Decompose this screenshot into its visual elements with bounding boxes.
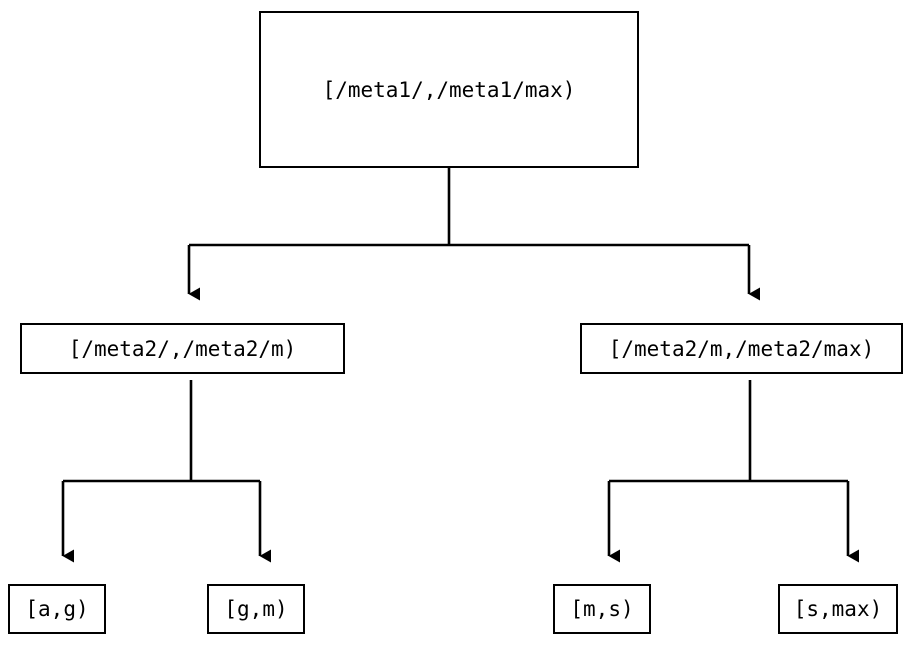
tree-node-mid-right[interactable]: [/meta2/m,/meta2/max)	[580, 323, 903, 374]
tree-node-mid-right-label: [/meta2/m,/meta2/max)	[608, 336, 875, 361]
tree-node-root-label: [/meta1/,/meta1/max)	[322, 77, 576, 102]
tree-node-root[interactable]: [/meta1/,/meta1/max)	[259, 11, 639, 168]
tree-node-mid-left[interactable]: [/meta2/,/meta2/m)	[20, 323, 345, 374]
tree-node-leaf-1[interactable]: [a,g)	[8, 584, 106, 634]
tree-node-leaf-1-label: [a,g)	[25, 597, 89, 621]
tree-node-leaf-3[interactable]: [m,s)	[553, 584, 651, 634]
tree-node-leaf-4-label: [s,max)	[793, 597, 883, 621]
edge-root-to-mid-level	[187, 168, 760, 301]
tree-node-leaf-4[interactable]: [s,max)	[778, 584, 898, 634]
edge-mid-left-to-leaves	[61, 380, 271, 563]
tree-node-leaf-2-label: [g,m)	[224, 597, 288, 621]
edge-mid-right-to-leaves	[607, 380, 859, 563]
tree-node-leaf-3-label: [m,s)	[570, 597, 634, 621]
tree-node-leaf-2[interactable]: [g,m)	[207, 584, 305, 634]
tree-node-mid-left-label: [/meta2/,/meta2/m)	[68, 336, 297, 361]
